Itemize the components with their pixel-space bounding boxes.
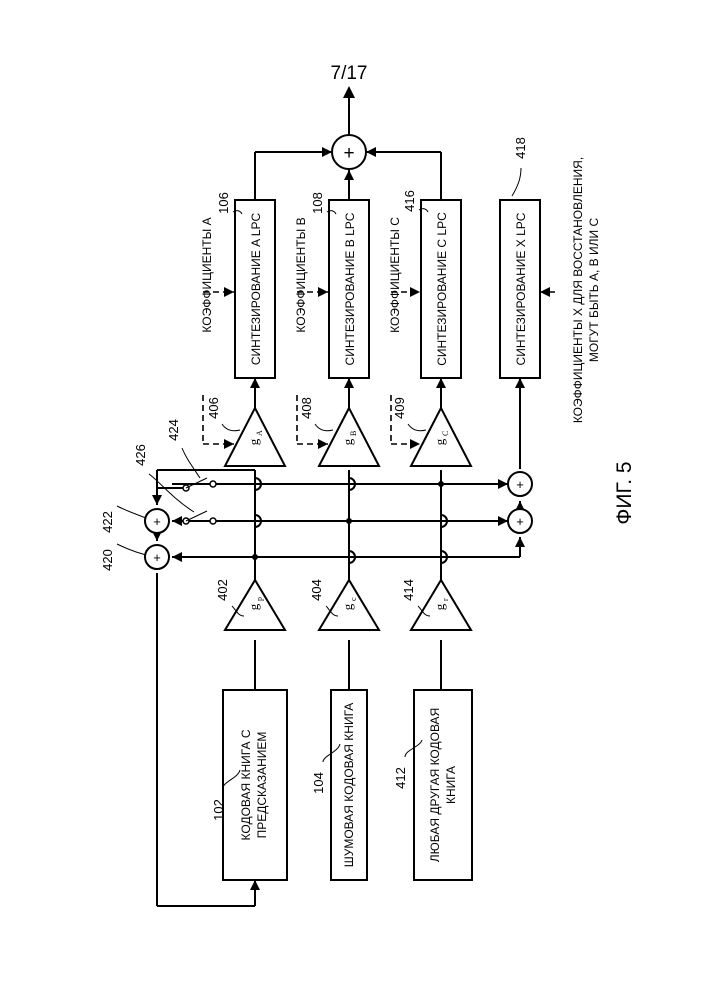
noise-codebook-box: ШУМОВАЯ КОДОВАЯ КНИГА (331, 690, 367, 880)
svg-text:g: g (432, 438, 447, 445)
gain-gC: g C (411, 408, 471, 466)
lpc-b-box: СИНТЕЗИРОВАНИЕ B LPC (329, 200, 369, 378)
svg-text:+: + (343, 143, 354, 164)
svg-text:g: g (340, 438, 355, 445)
ref-412: 412 (393, 767, 408, 789)
svg-text:ЛЮБАЯ ДРУГАЯ КОДОВАЯ: ЛЮБАЯ ДРУГАЯ КОДОВАЯ (428, 708, 442, 862)
adaptive-codebook-box: КОДОВАЯ КНИГА С ПРЕДСКАЗАНИЕМ (223, 690, 287, 880)
adder-420: + (145, 545, 169, 569)
gain-gc: g c (319, 580, 379, 630)
ref-106: 106 (216, 192, 231, 214)
sheet-number: 7/17 (331, 63, 368, 84)
adder-x1: + (508, 509, 532, 533)
svg-text:A: A (255, 430, 264, 436)
gain-gr: g r (411, 580, 471, 630)
svg-text:g: g (340, 603, 355, 610)
ref-420: 420 (100, 549, 115, 571)
ref-414: 414 (401, 579, 416, 601)
lpc-a-box: СИНТЕЗИРОВАНИЕ A LPC (235, 200, 275, 378)
ref-424: 424 (166, 419, 181, 441)
ref-102: 102 (211, 799, 226, 821)
ref-408: 408 (299, 397, 314, 419)
ref-422: 422 (100, 511, 115, 533)
switch-426 (183, 511, 216, 524)
ref-426: 426 (133, 444, 148, 466)
svg-text:p: p (255, 597, 264, 601)
gain-gA: g A (225, 408, 285, 466)
output-adder: + (332, 135, 366, 169)
gain-gB: g B (319, 408, 379, 466)
coefficients-a-label: КОЭФФИЦИЕНТЫ A (200, 217, 214, 332)
figure-caption: ФИГ. 5 (613, 461, 636, 524)
svg-text:ШУМОВАЯ КОДОВАЯ КНИГА: ШУМОВАЯ КОДОВАЯ КНИГА (342, 703, 356, 868)
svg-text:C: C (441, 431, 450, 436)
svg-text:r: r (441, 598, 450, 601)
ref-406: 406 (206, 397, 221, 419)
ref-108: 108 (310, 192, 325, 214)
svg-text:g: g (246, 438, 261, 445)
coefficients-c-label: КОЭФФИЦИЕНТЫ C (388, 217, 402, 333)
svg-text:СИНТЕЗИРОВАНИЕ X LPC: СИНТЕЗИРОВАНИЕ X LPC (514, 212, 528, 365)
svg-text:СИНТЕЗИРОВАНИЕ C LPC: СИНТЕЗИРОВАНИЕ C LPC (435, 212, 449, 366)
svg-text:СИНТЕЗИРОВАНИЕ B LPC: СИНТЕЗИРОВАНИЕ B LPC (343, 212, 357, 365)
svg-text:g: g (432, 603, 447, 610)
ref-402: 402 (215, 579, 230, 601)
svg-text:ПРЕДСКАЗАНИЕМ: ПРЕДСКАЗАНИЕМ (255, 732, 269, 839)
adder-422: + (145, 509, 169, 533)
gain-gp: g p (225, 580, 285, 630)
coefficients-x-label-2: МОГУТ БЫТЬ A, B ИЛИ C (587, 218, 601, 363)
ref-409: 409 (392, 397, 407, 419)
ref-418: 418 (513, 137, 528, 159)
svg-text:+: + (153, 550, 161, 565)
svg-text:КНИГА: КНИГА (444, 766, 458, 804)
svg-text:+: + (516, 477, 524, 492)
ref-416: 416 (402, 190, 417, 212)
svg-text:+: + (153, 514, 161, 529)
svg-text:СИНТЕЗИРОВАНИЕ A LPC: СИНТЕЗИРОВАНИЕ A LPC (249, 213, 263, 366)
coefficients-x-label-1: КОЭФФИЦИЕНТЫ X ДЛЯ ВОССТАНОВЛЕНИЯ, (571, 157, 585, 423)
svg-text:КОДОВАЯ КНИГА С: КОДОВАЯ КНИГА С (239, 729, 253, 840)
ref-104: 104 (311, 772, 326, 794)
other-codebook-box: ЛЮБАЯ ДРУГАЯ КОДОВАЯ КНИГА (414, 690, 472, 880)
coefficients-b-label: КОЭФФИЦИЕНТЫ B (294, 217, 308, 332)
svg-text:g: g (246, 603, 261, 610)
svg-text:c: c (349, 597, 358, 601)
svg-text:B: B (349, 431, 358, 436)
adder-x2: + (508, 472, 532, 496)
lpc-c-box: СИНТЕЗИРОВАНИЕ C LPC (421, 200, 461, 378)
svg-text:+: + (516, 514, 524, 529)
lpc-x-box: СИНТЕЗИРОВАНИЕ X LPC (500, 200, 540, 378)
ref-404: 404 (309, 579, 324, 601)
